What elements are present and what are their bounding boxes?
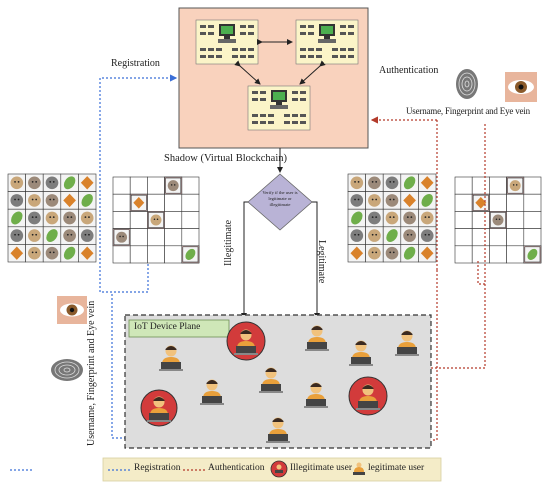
legend-illegitimate-icon [270, 460, 288, 478]
authentication-label: Authentication [379, 65, 439, 76]
illegitimate-user-icon-2 [140, 389, 178, 427]
iot-plane-label: IoT Device Plane [134, 322, 201, 332]
verify-label: Verify if the user is legitimate or ille… [262, 190, 298, 207]
node-links [234, 39, 326, 85]
legend-legitimate-icon [353, 462, 365, 475]
registration-image-grid [7, 173, 97, 263]
legitimate-label: Legitimate [316, 240, 327, 284]
authentication-selected-grid [454, 176, 542, 264]
biometric-label-left: Username, Fingerprint and Eye vein [86, 300, 97, 446]
blockchain-node-2 [295, 19, 359, 65]
registration-selected-grid [112, 176, 200, 264]
registration-label: Registration [111, 58, 160, 69]
authentication-image-grid [347, 173, 437, 263]
verify-diamond [247, 173, 313, 231]
legend-illegitimate-text: Illegitimate user [290, 463, 352, 473]
fingerprint-icon [456, 69, 478, 99]
iot-plane-label-box [128, 319, 230, 338]
blockchain-node-3 [247, 85, 311, 131]
blockchain-node-1 [195, 19, 259, 65]
legend-authentication-text: Authentication [208, 463, 265, 473]
biometric-label-right: Username, Fingerprint and Eye vein [406, 106, 530, 116]
legend-registration-text: Registration [134, 463, 181, 473]
eye-icon-left [57, 296, 87, 324]
shadow-label: Shadow (Virtual Blockchain) [164, 153, 288, 164]
eye-icon [505, 72, 537, 102]
illegitimate-user-icon [226, 321, 266, 361]
legend-legitimate-text: legitimate user [368, 463, 425, 473]
illegitimate-label: Illegitimate [223, 219, 234, 266]
decision-branches [241, 201, 320, 319]
illegitimate-user-icon-3 [348, 376, 388, 416]
fingerprint-icon-left [51, 359, 83, 381]
